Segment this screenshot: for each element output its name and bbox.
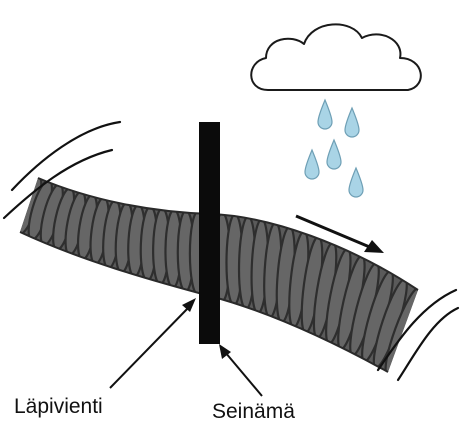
cloud-icon bbox=[250, 23, 422, 91]
wall bbox=[199, 122, 220, 344]
penetration-label: Läpivienti bbox=[14, 395, 103, 418]
raindrop-icon bbox=[344, 106, 360, 138]
duct-break-lines bbox=[2, 120, 460, 382]
raindrop-icon bbox=[348, 166, 364, 198]
raindrop-icon bbox=[317, 98, 333, 130]
raindrop-icon bbox=[326, 138, 342, 170]
wall-label: Seinämä bbox=[212, 400, 295, 423]
pointer-arrow-penetration bbox=[109, 298, 196, 389]
raindrop-icon bbox=[304, 148, 320, 180]
raindrops-group bbox=[304, 98, 364, 198]
pointer-arrow-wall bbox=[219, 344, 263, 397]
flow-direction-arrow bbox=[295, 214, 384, 253]
